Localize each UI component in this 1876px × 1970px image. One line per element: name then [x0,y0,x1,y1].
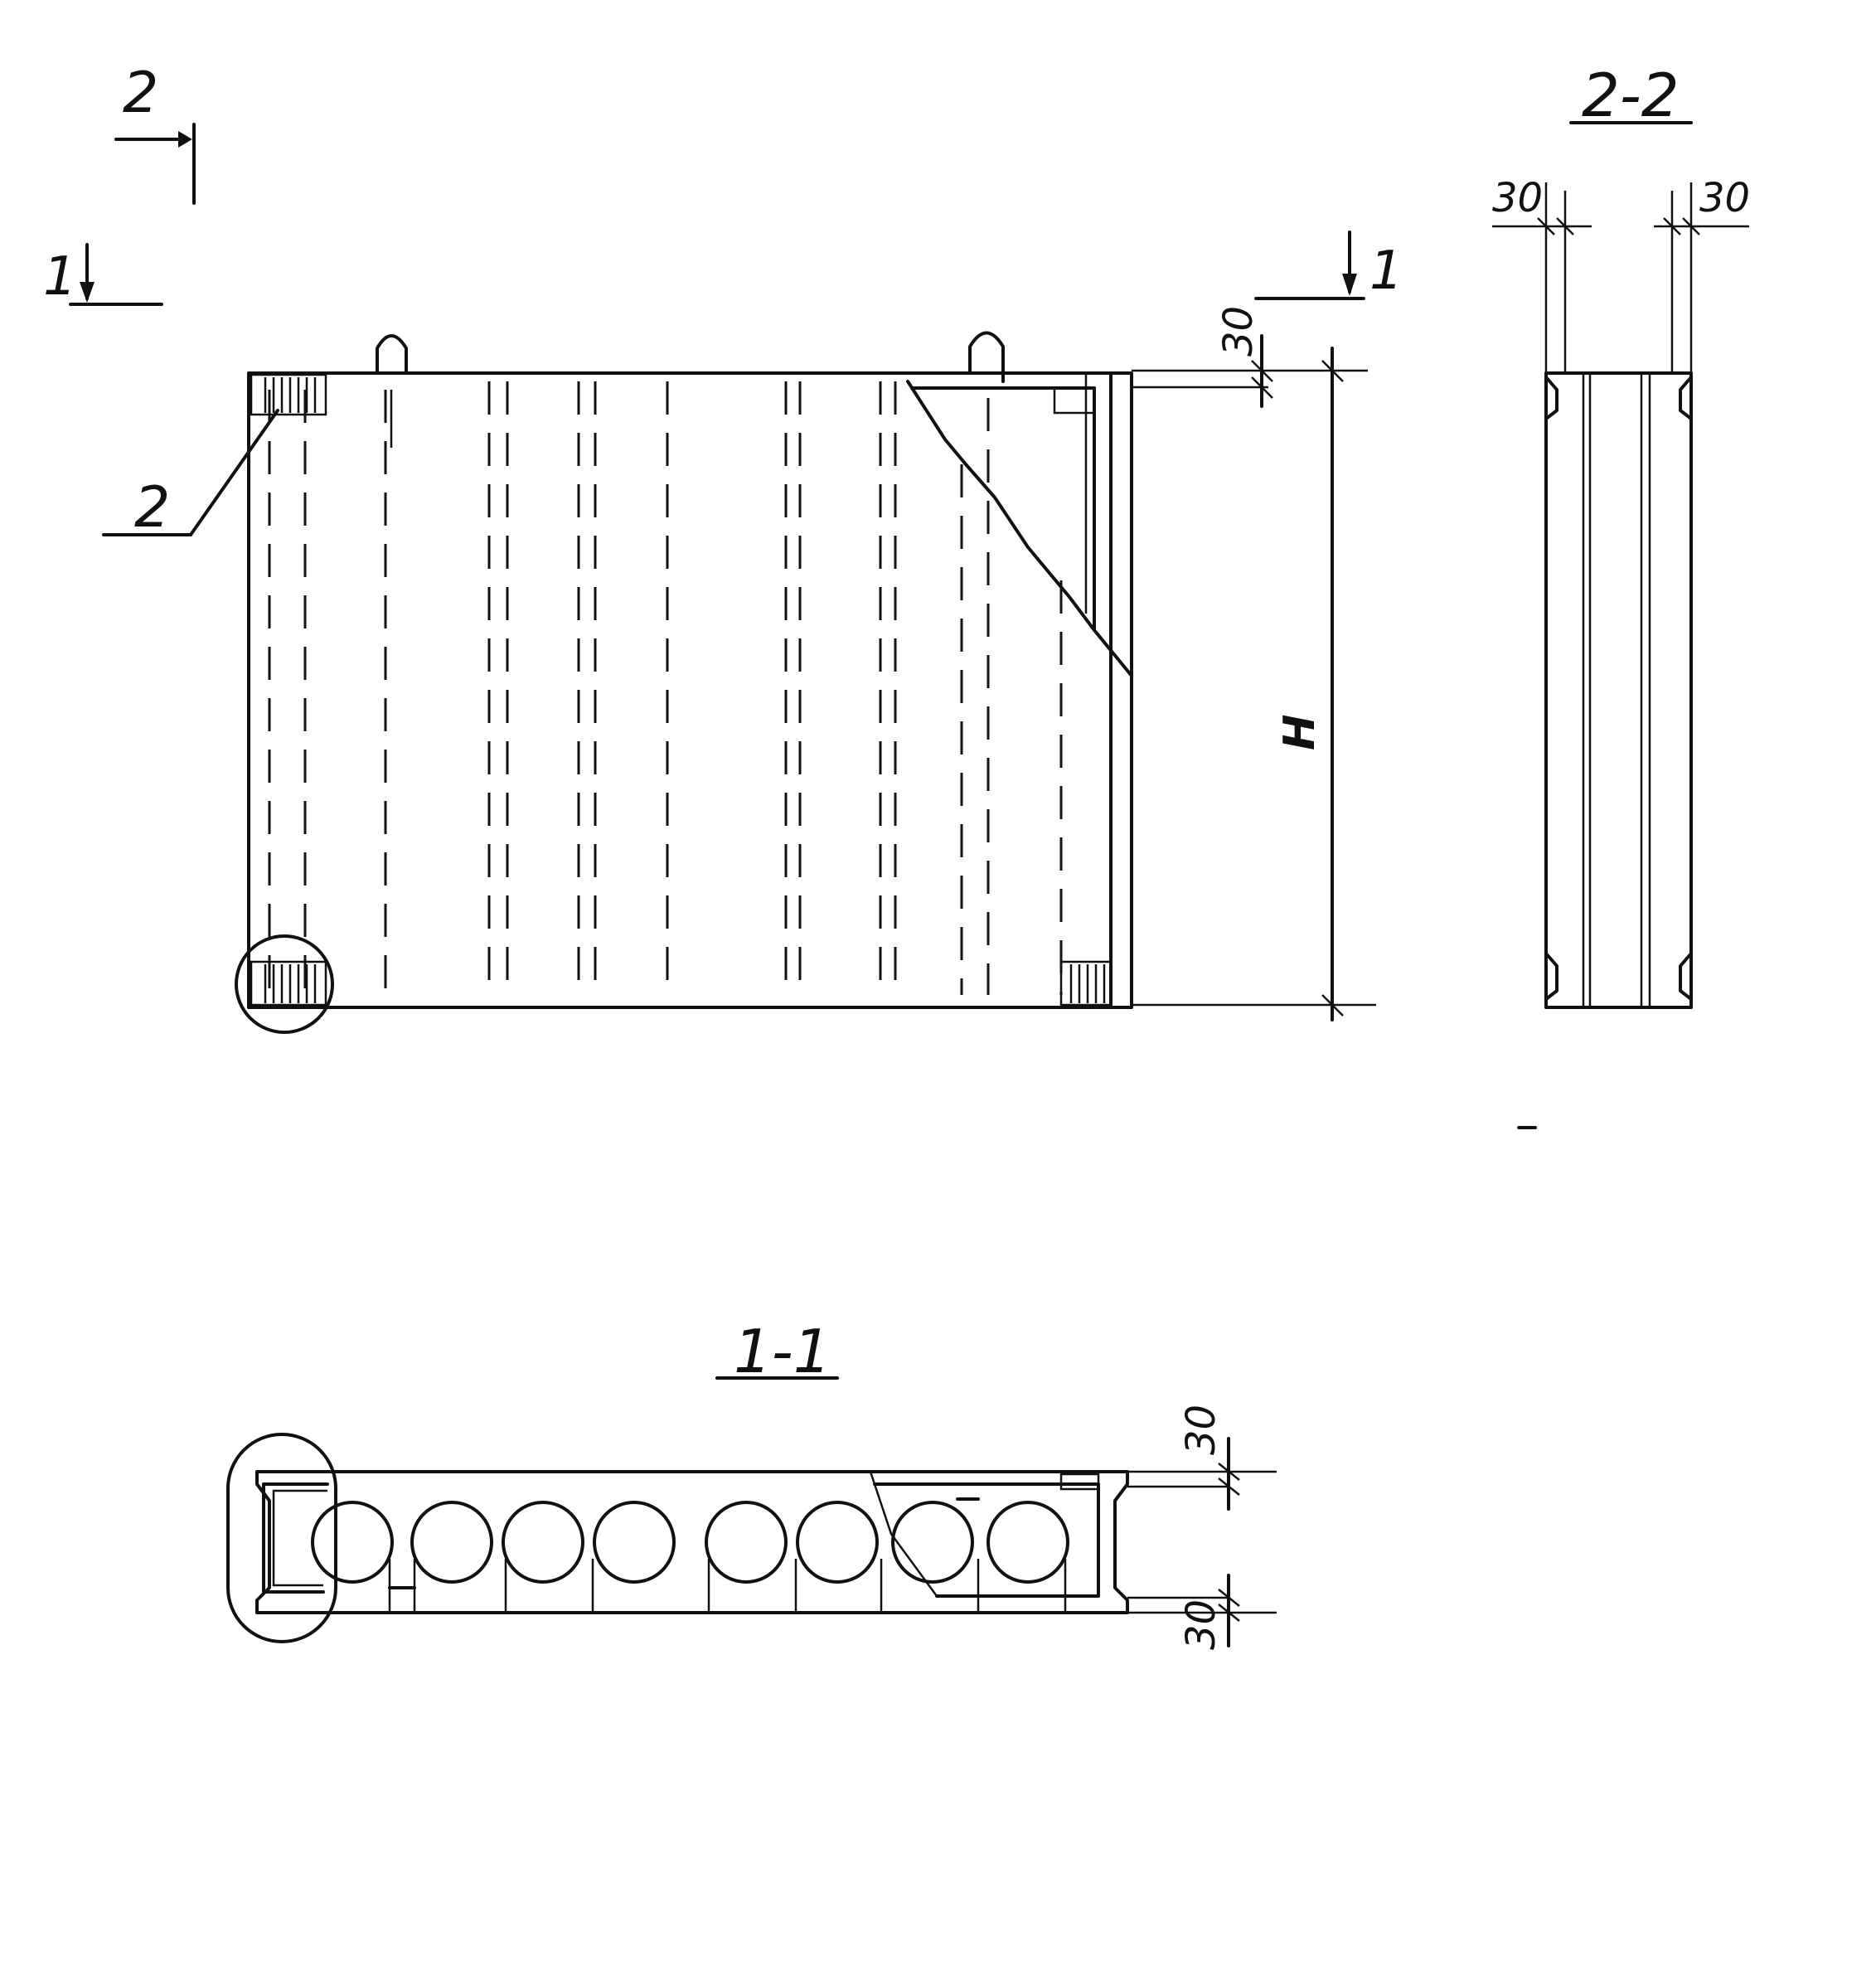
section-marker-2-label: 2 [123,61,158,126]
reinforcement-right [873,1482,1100,1598]
callout-2: 2 [102,409,279,541]
embedded-plate-bottom-left [250,960,327,1007]
section-2-2: 2-2 30 30 [1492,61,1750,1009]
detail-oval [226,1433,337,1643]
section-marker-1-left: 1 [43,243,163,308]
hollow-cores [311,1501,1069,1584]
section-marker-2: 2 [114,61,196,205]
lifting-loop-left [376,334,408,375]
dimension-height: 30 Н [1132,306,1376,1021]
section-1-1-dim-bottom: 30 [1178,1599,1224,1650]
section-marker-1-right: 1 [1254,230,1403,302]
section-marker-1-right-label: 1 [1369,240,1403,302]
callout-2-label: 2 [134,475,170,541]
reinforcement-cutaway [906,373,1133,677]
section-1-1-title: 1-1 [734,1317,831,1386]
section-2-2-dim-right: 30 [1699,175,1750,221]
section-2-2-title: 2-2 [1582,61,1680,130]
panel-outline [247,371,1133,1009]
void-dashed-lines [268,381,1063,995]
detail-circle [235,934,334,1034]
dim-height-label: Н [1275,714,1325,750]
embedded-plate-top-left [250,373,327,416]
ribs [388,1559,1067,1613]
section-2-2-outline [1544,371,1693,1009]
section-1-1: 1-1 [226,1317,1277,1650]
reinforcement-left [262,1482,329,1594]
lifting-loop-right [968,331,1005,383]
panel-elevation: 2 1 1 [43,61,1403,1034]
section-1-1-dim-top: 30 [1178,1405,1224,1455]
section-2-2-dim-left: 30 [1492,175,1543,221]
dim-top-label: 30 [1215,306,1262,357]
section-1-1-outline [255,1470,1129,1614]
embedded-plate-bottom-right [1059,960,1113,1007]
section-marker-1-left-label: 1 [43,246,77,308]
